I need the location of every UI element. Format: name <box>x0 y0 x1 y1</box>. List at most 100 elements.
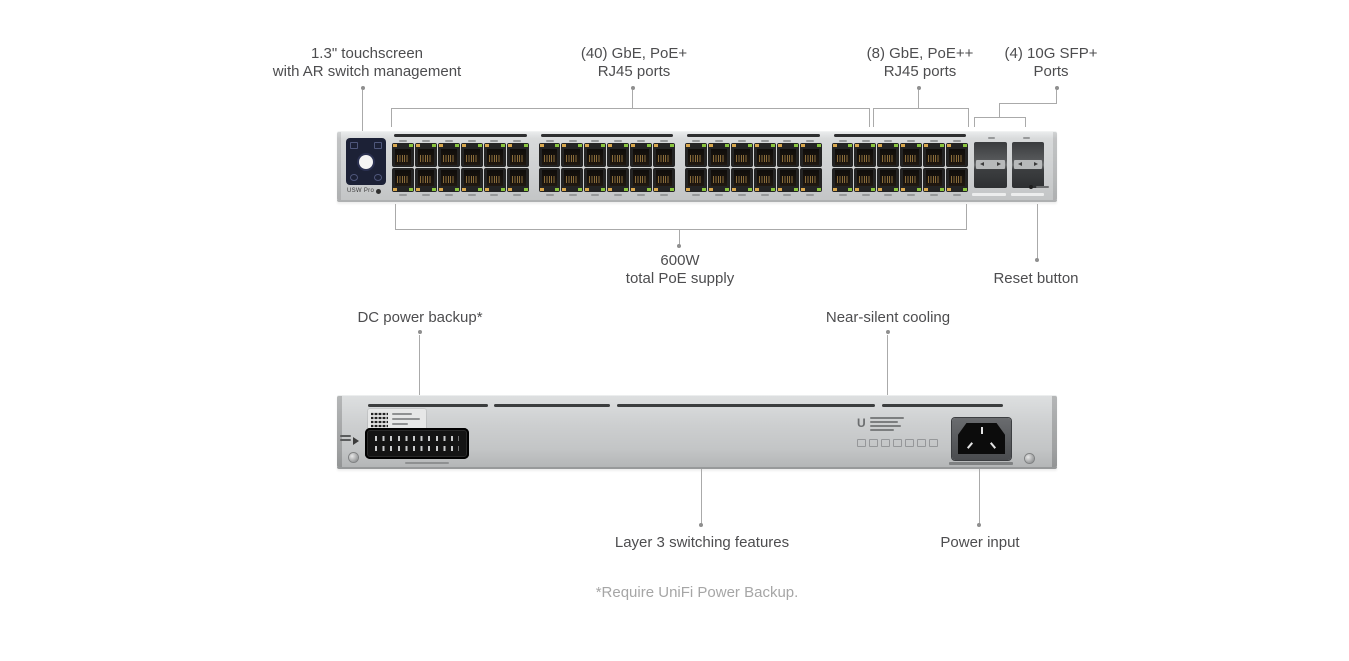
port-led-amber <box>754 144 759 147</box>
port-number-mark <box>659 139 668 142</box>
rj45-jack <box>463 170 480 186</box>
port-led-green <box>601 188 606 191</box>
rj45-jack <box>656 170 673 186</box>
rj45-jack <box>926 149 943 165</box>
port-led-green <box>793 188 798 191</box>
port-led-amber <box>438 188 443 191</box>
port-led-amber <box>608 144 613 147</box>
port-number-mark <box>806 139 815 142</box>
port-number-mark <box>444 193 453 196</box>
rj45-jack <box>903 149 920 165</box>
port-number-row <box>392 193 529 196</box>
port-led-amber <box>461 188 466 191</box>
sfp-cage <box>1011 142 1044 188</box>
port-led-green <box>408 188 413 191</box>
regulatory-text-lines <box>869 417 904 433</box>
leader-dot <box>886 330 890 334</box>
callout-sfp-line1: (4) 10G SFP+ <box>1004 45 1098 62</box>
port-led-green <box>724 188 729 191</box>
reset-label-mark <box>1036 186 1049 188</box>
port-led-amber <box>731 144 736 147</box>
rj45-jack <box>802 149 819 165</box>
port-led-amber <box>901 188 906 191</box>
rj45-port-row <box>685 168 822 192</box>
rj45-port <box>561 143 584 167</box>
leader-dot <box>1035 258 1039 262</box>
callout-poe-supply: 600W total PoE supply <box>626 252 734 288</box>
port-led-green <box>963 144 968 147</box>
rj45-port <box>607 143 630 167</box>
power-rating-label-mark <box>949 462 1013 465</box>
footnote: *Require UniFi Power Backup. <box>595 584 799 601</box>
rj45-jack <box>733 170 750 186</box>
rj45-port <box>460 168 483 192</box>
port-led-amber <box>878 144 883 147</box>
rj45-port-group <box>538 133 676 199</box>
bracket-poe-supply <box>395 204 967 230</box>
port-led-green <box>454 188 459 191</box>
rj45-port <box>483 168 506 192</box>
port-number-mark <box>806 193 815 196</box>
port-number-mark <box>861 193 870 196</box>
leader-line-layer3 <box>701 469 702 524</box>
port-led-amber <box>484 188 489 191</box>
rj45-jack <box>688 170 704 186</box>
port-led-amber <box>461 144 466 147</box>
callout-cooling: Near-silent cooling <box>826 309 950 327</box>
port-led-amber <box>708 144 713 147</box>
port-led-green <box>523 188 528 191</box>
port-led-amber <box>539 188 544 191</box>
port-led-amber <box>878 188 883 191</box>
rj45-port-group <box>392 133 529 199</box>
port-number-mark <box>907 193 916 196</box>
port-number-row <box>392 139 529 142</box>
port-led-green <box>871 188 876 191</box>
rj45-port <box>538 143 561 167</box>
port-led-amber <box>708 188 713 191</box>
rj45-jack <box>656 149 673 165</box>
rj45-port <box>730 143 753 167</box>
callout-poe-supply-line1: 600W <box>660 252 700 269</box>
leader-line-touchscreen <box>362 90 363 131</box>
port-number-mark <box>513 139 522 142</box>
rj45-port-row <box>392 143 529 167</box>
leader-line-poe-plus <box>632 90 633 108</box>
port-number-mark <box>591 193 600 196</box>
ubiquiti-logo-icon: U <box>857 416 866 430</box>
port-number-mark <box>399 139 408 142</box>
leader-line-sfp-v1 <box>1056 90 1057 103</box>
rj45-jack <box>564 170 581 186</box>
port-number-mark <box>490 139 499 142</box>
rj45-jack <box>509 170 526 186</box>
port-led-green <box>917 188 922 191</box>
port-led-amber <box>800 144 805 147</box>
model-badge: USW Pro <box>347 188 382 194</box>
rj45-port-row <box>392 168 529 192</box>
leader-dot <box>631 86 635 90</box>
cooling-vent-slot <box>882 404 1003 407</box>
bracket-poe-plus-ports <box>391 108 870 127</box>
leader-line-reset <box>1037 204 1038 259</box>
port-led-amber <box>777 144 782 147</box>
rj45-port <box>607 168 630 192</box>
port-led-green <box>940 188 945 191</box>
sfp-number-marks <box>974 137 1044 142</box>
rj45-jack <box>541 149 558 165</box>
screen-settings-icon <box>374 174 382 181</box>
callout-touchscreen-line1: 1.3" touchscreen <box>310 45 424 62</box>
rj45-port <box>414 143 437 167</box>
port-number-mark <box>399 193 408 196</box>
port-number-mark <box>545 139 554 142</box>
rj45-jack <box>440 170 457 186</box>
callout-poe-plusplus-line2: RJ45 ports <box>883 63 957 80</box>
port-number-mark <box>952 139 961 142</box>
ubiquiti-logo-icon <box>376 188 382 194</box>
cooling-vent-slot <box>368 404 488 407</box>
port-number-mark <box>783 193 792 196</box>
rj45-port-area <box>392 133 969 199</box>
port-number-mark <box>659 193 668 196</box>
rj45-jack <box>417 170 434 186</box>
port-number-mark <box>715 139 724 142</box>
port-number-mark <box>715 193 724 196</box>
port-led-amber <box>562 188 567 191</box>
